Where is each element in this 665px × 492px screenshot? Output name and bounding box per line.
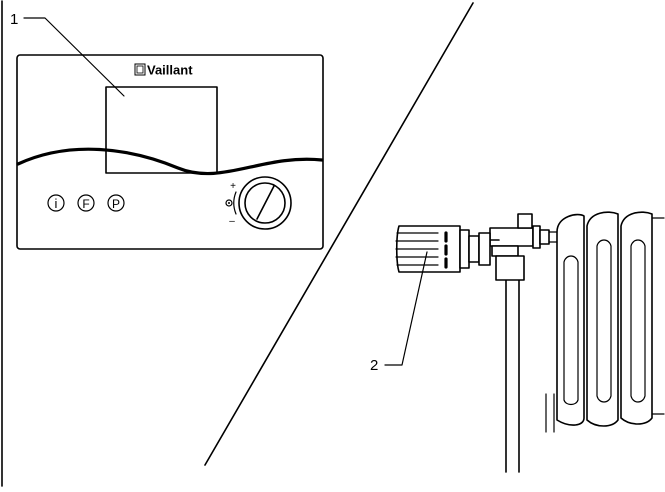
connection-pipe [505, 279, 520, 473]
radiator [545, 211, 665, 433]
function-button: F [77, 194, 95, 212]
thermostatic-head [395, 225, 491, 273]
controller-front-curve [16, 147, 324, 176]
room-controller: Vaillant i F P + – [16, 54, 324, 250]
program-button: P [107, 194, 125, 212]
callout-2-label: 2 [370, 357, 378, 374]
rotary-knob [238, 176, 292, 230]
knob-minus-mark: – [229, 216, 235, 227]
program-button-label: P [112, 197, 120, 211]
diagonal-divider [204, 2, 474, 466]
callout-1: 1 [10, 11, 125, 97]
function-button-label: F [82, 197, 89, 211]
knob-plus-mark: + [230, 181, 236, 192]
knob-scale: + – [225, 181, 237, 227]
controller-housing [16, 54, 324, 250]
valve-body [487, 213, 558, 281]
info-button-label: i [55, 196, 58, 211]
controller-display [105, 86, 218, 174]
callout-1-label: 1 [10, 11, 18, 28]
callout-2: 2 [370, 251, 428, 374]
brand-label: Vaillant [147, 63, 193, 78]
info-button: i [47, 194, 65, 212]
vaillant-logo: Vaillant [134, 63, 193, 78]
